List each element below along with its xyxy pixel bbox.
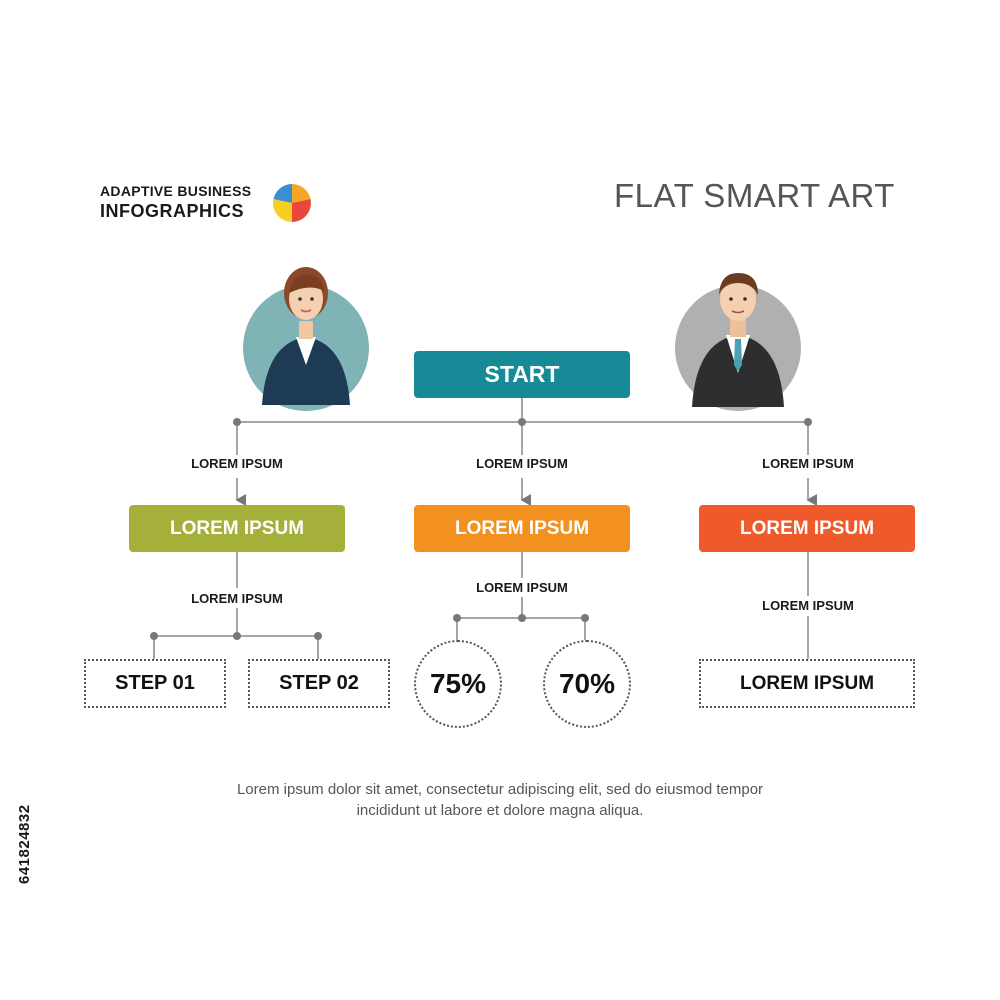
branch-1-top-label: LOREM IPSUM bbox=[191, 456, 283, 471]
percent-75-circle: 75% bbox=[414, 640, 502, 728]
branch-3-box: LOREM IPSUM bbox=[699, 505, 915, 552]
businesswoman-avatar bbox=[243, 267, 369, 411]
brand-line-1: ADAPTIVE BUSINESS bbox=[100, 183, 252, 199]
businessman-avatar bbox=[675, 273, 801, 411]
step-02-box: STEP 02 bbox=[248, 659, 390, 708]
start-box: START bbox=[414, 351, 630, 398]
branch-3-top-label: LOREM IPSUM bbox=[762, 456, 854, 471]
page-title: FLAT SMART ART bbox=[614, 177, 895, 214]
branch-3-bottom-label: LOREM IPSUM bbox=[762, 598, 854, 613]
branch-2-top-label: LOREM IPSUM bbox=[476, 456, 568, 471]
description-line-2: incididunt ut labore et dolore magna ali… bbox=[356, 802, 644, 819]
pie-logo-icon bbox=[273, 184, 311, 222]
branch-1-bottom-label: LOREM IPSUM bbox=[191, 591, 283, 606]
brand-line-2: INFOGRAPHICS bbox=[100, 201, 245, 221]
step-01-box: STEP 01 bbox=[84, 659, 226, 708]
branch-1-box: LOREM IPSUM bbox=[129, 505, 345, 552]
branch-2-box: LOREM IPSUM bbox=[414, 505, 630, 552]
percent-70-circle: 70% bbox=[543, 640, 631, 728]
description-line-1: Lorem ipsum dolor sit amet, consectetur … bbox=[236, 781, 764, 798]
right-leaf-box: LOREM IPSUM bbox=[699, 659, 915, 708]
branch-2-bottom-label: LOREM IPSUM bbox=[476, 580, 568, 595]
stock-id: 641824832 bbox=[16, 804, 33, 884]
description-text: Lorem ipsum dolor sit amet, consectetur … bbox=[150, 779, 850, 821]
